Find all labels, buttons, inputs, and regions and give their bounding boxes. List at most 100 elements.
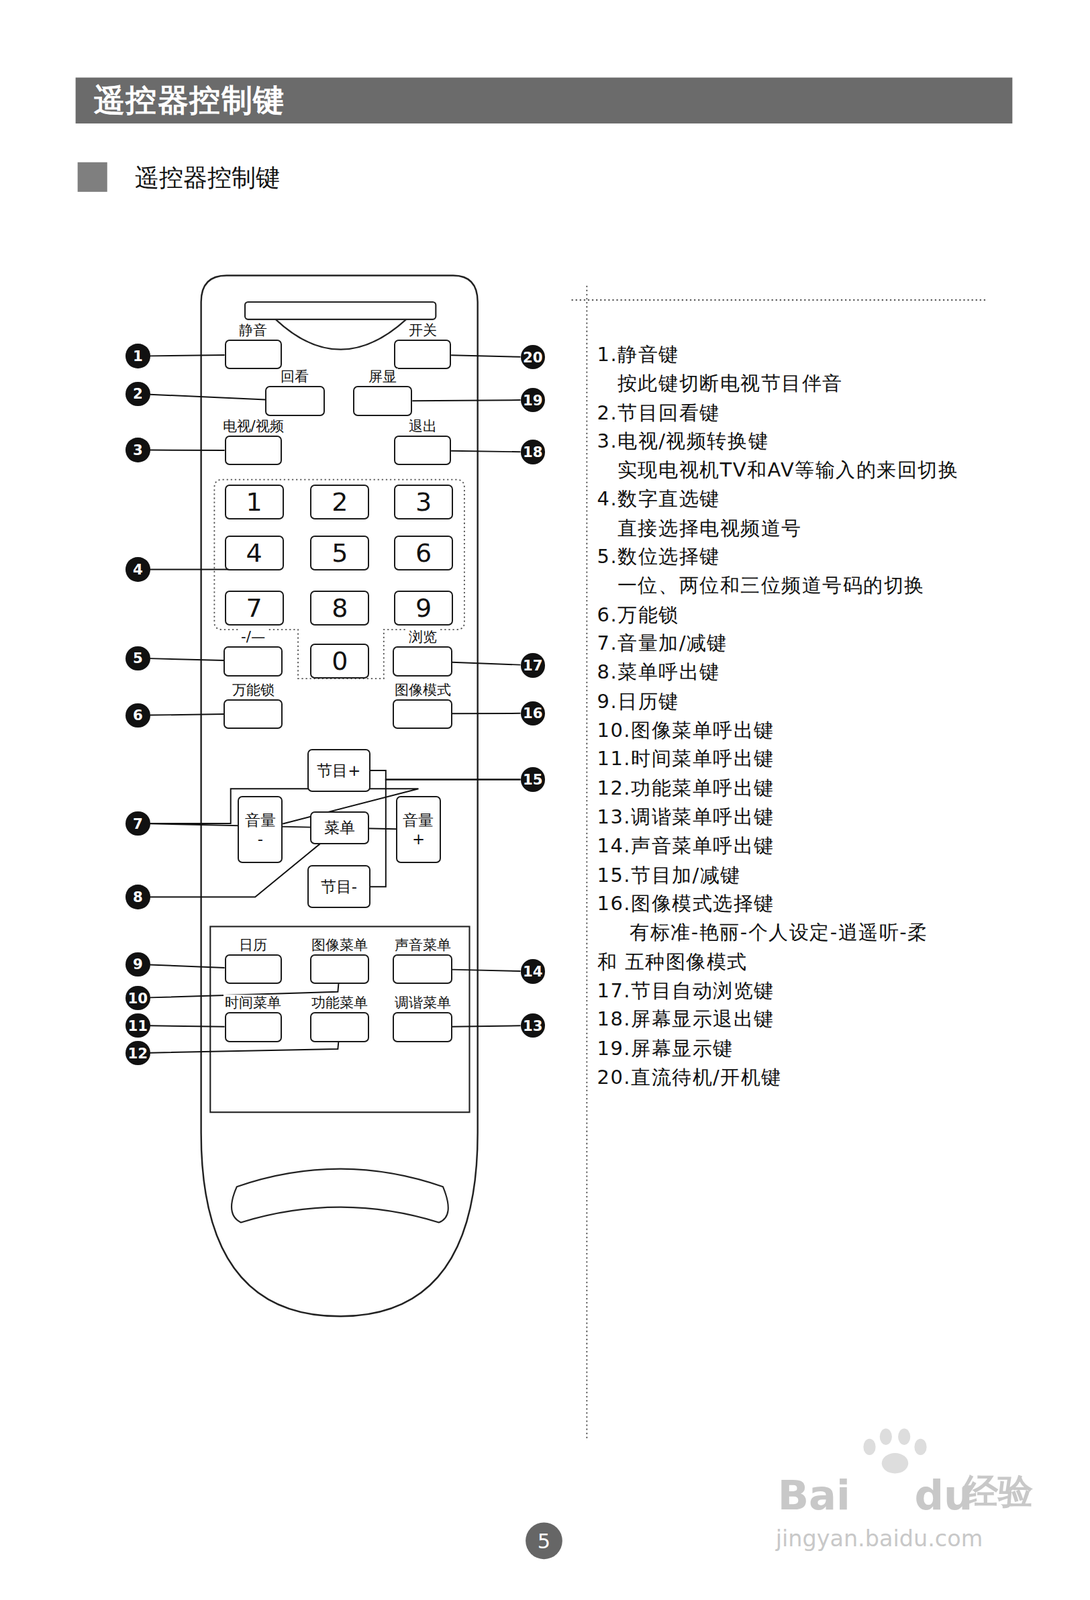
number-key: 7 (224, 590, 284, 626)
leader-line (150, 449, 225, 452)
callout-number: 20 (520, 344, 545, 370)
leader-line (150, 355, 225, 356)
section-heading: 遥控器控制键 (134, 161, 280, 194)
heading-square (77, 162, 108, 192)
keypad-outline (214, 479, 465, 679)
description-text: 7.音量加/减键 (597, 630, 728, 658)
callout-number: 14 (520, 959, 545, 984)
button-label: 声音菜单 (393, 936, 453, 953)
button-label: 图像菜单 (310, 936, 370, 953)
number-key: 8 (310, 590, 370, 626)
button-label: 屏显 (367, 368, 399, 384)
leader-line (150, 568, 239, 570)
callout-number: 19 (520, 387, 545, 413)
callout-number: 2 (125, 381, 150, 407)
leader-line (150, 394, 266, 401)
description-text: 直接选择电视频道号 (617, 515, 803, 543)
key-text: 0 (331, 646, 348, 676)
description-text: 有标准-艳丽-个人设定-逍遥听-柔和 五种图像模式 (597, 918, 945, 977)
description-text: 8.菜单呼出键 (597, 659, 721, 686)
watermark: Bai (777, 1471, 851, 1519)
key-text: 4 (246, 538, 263, 568)
callout-number: 17 (520, 653, 545, 678)
remote-button: 时间菜单 (224, 1012, 282, 1042)
remote-button: 回看 (265, 385, 325, 417)
page-number-circle (525, 1522, 563, 1560)
remote-button: 退出 (393, 435, 452, 466)
remote-button: 图像模式 (392, 699, 452, 729)
description-text: 19.屏幕显示键 (597, 1035, 734, 1063)
remote-button: 万能锁 (223, 699, 283, 729)
leader-line (451, 355, 521, 357)
callout-text: 3 (132, 441, 143, 459)
key-text: 音量 + (402, 810, 435, 850)
remote-body (201, 275, 478, 1317)
callout-text: 2 (132, 385, 143, 403)
number-key: 1 (224, 484, 284, 520)
leader-line (452, 662, 521, 666)
number-key: 2 (310, 484, 370, 520)
leader-line (412, 400, 521, 401)
button-label: 电视/视频 (221, 418, 286, 434)
description-text: 18.屏幕显示退出键 (597, 1006, 775, 1033)
description-text: 6.万能锁 (597, 602, 680, 629)
button-label: 功能菜单 (310, 994, 370, 1011)
number-key: 5 (310, 535, 370, 571)
remote-button: 音量 + (395, 796, 441, 864)
callout-text: 6 (132, 706, 143, 724)
description-text: 按此键切断电视节目伴音 (617, 370, 844, 398)
description-text: 2.节目回看键 (597, 400, 721, 427)
title: 遥控器控制键 (93, 79, 286, 122)
description-text: 10.图像菜单呼出键 (597, 717, 775, 745)
leader-line (150, 1025, 225, 1027)
key-text: 7 (246, 593, 263, 623)
leader-line (452, 1025, 521, 1027)
description-text: 5.数位选择键 (597, 543, 721, 571)
leader-line (451, 451, 521, 452)
number-key: 3 (393, 484, 454, 520)
key-text: 节目+ (316, 760, 361, 782)
key-text: 音量 - (244, 810, 277, 850)
callout-number: 1 (125, 343, 150, 368)
remote-button: -/— (223, 646, 283, 678)
key-text: 2 (331, 487, 348, 517)
remote-button: 功能菜单 (310, 1012, 370, 1042)
button-label: 回看 (279, 368, 311, 384)
remote-button: 开关 (393, 339, 452, 370)
button-label: 万能锁 (230, 681, 276, 698)
callout-text: 4 (132, 561, 143, 578)
remote-button: 菜单 (310, 811, 370, 845)
dotted-rule (571, 299, 986, 301)
callout-text: 12 (127, 1045, 148, 1062)
callout-text: 1 (132, 347, 143, 365)
remote-button: 日历 (224, 954, 282, 984)
key-text: 节目- (320, 876, 358, 898)
leader-line (150, 965, 225, 968)
description-text: 20.直流待机/开机键 (597, 1064, 782, 1092)
callout-number: 10 (125, 985, 150, 1011)
top-curve (275, 319, 407, 350)
number-key: 6 (393, 535, 454, 571)
description-text: 11.时间菜单呼出键 (597, 745, 775, 773)
callout-text: 17 (522, 657, 543, 674)
paw-logo (863, 1428, 927, 1474)
callout-text: 7 (132, 815, 143, 833)
leader-line (370, 779, 521, 888)
callout-number: 9 (125, 952, 150, 977)
grip (231, 1169, 449, 1223)
leader-line (150, 1041, 339, 1053)
callout-number: 4 (125, 557, 150, 582)
remote-button: 图像菜单 (310, 954, 370, 984)
description-text: 12.功能菜单呼出键 (597, 775, 775, 803)
button-label: 图像模式 (393, 681, 453, 698)
button-label: -/— (239, 628, 267, 645)
key-text: 3 (415, 487, 432, 517)
leader-line (452, 969, 521, 972)
callout-text: 16 (522, 704, 543, 722)
dotted-rule (585, 285, 588, 1440)
callout-text: 5 (132, 649, 143, 667)
description-text: 13.调谐菜单呼出键 (597, 804, 775, 831)
